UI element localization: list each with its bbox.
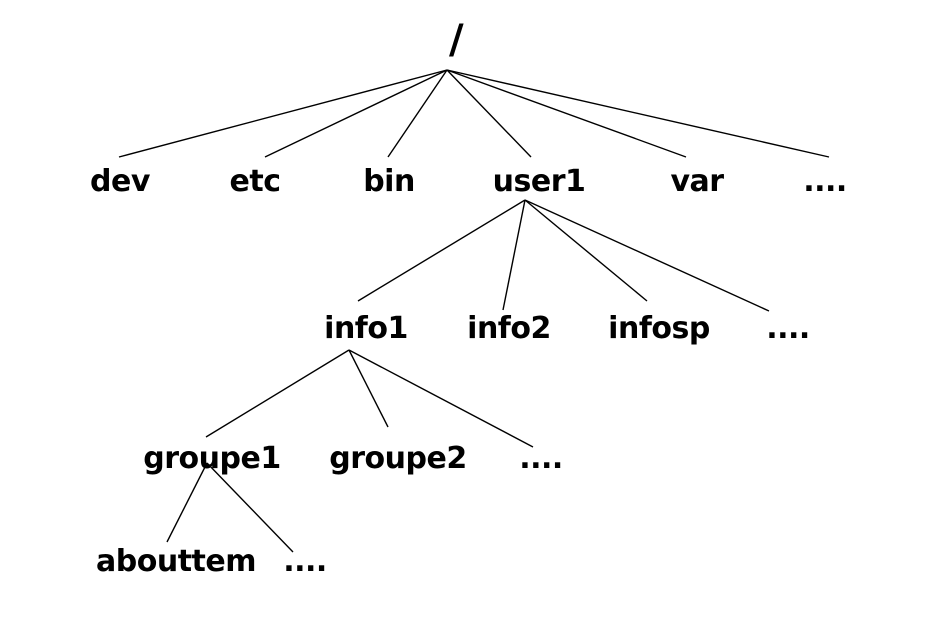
tree-node-groupe1: groupe1 [143,441,281,476]
tree-node-infosp: infosp [608,311,710,346]
tree-node-info2: info2 [467,311,551,346]
tree-node-var: var [670,164,724,199]
tree-edge-root-root-more [446,69,830,158]
tree-edge-root-var [446,69,687,158]
tree-node-bin: bin [363,164,415,199]
tree-edge-groupe1-abouttem [166,462,208,543]
tree-node-info1: info1 [324,311,408,346]
tree-node-groupe2: groupe2 [329,441,467,476]
tree-node-info1-more: .... [519,441,563,476]
tree-edge-root-dev [118,69,448,158]
tree-edge-user1-user1-more [524,199,770,312]
tree-edge-user1-info2 [502,199,526,311]
tree-node-root-more: .... [803,164,847,199]
tree-node-groupe1-more: .... [283,544,327,579]
tree-node-user1: user1 [492,164,586,199]
tree-edge-root-bin [387,69,448,158]
tree-edge-root-user1 [446,69,532,158]
tree-node-etc: etc [229,164,281,199]
tree-node-user1-more: .... [766,311,810,346]
tree-edge-info1-groupe1 [205,349,350,438]
tree-edge-info1-groupe2 [348,349,389,428]
tree-edge-user1-info1 [357,199,526,302]
tree-node-root: / [448,17,464,63]
tree-edge-root-etc [264,69,448,158]
tree-node-dev: dev [90,164,150,199]
tree-node-abouttem: abouttem [96,544,256,579]
tree-edge-user1-infosp [524,199,648,302]
tree-edge-groupe1-groupe1-more [206,462,294,553]
tree-edge-info1-info1-more [348,349,534,448]
